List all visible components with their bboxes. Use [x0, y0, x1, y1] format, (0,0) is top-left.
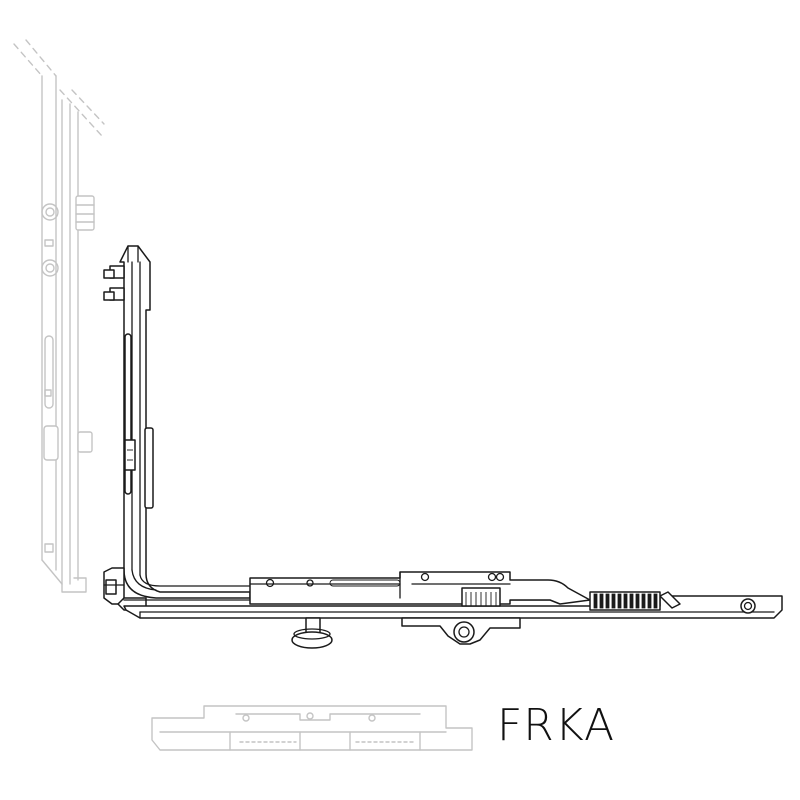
roller-pin: [291, 617, 333, 649]
lower-bracket: [401, 617, 521, 645]
toothed-coupling: [461, 587, 501, 607]
slide-plate: [249, 571, 591, 605]
striker-plate-ghost: [151, 705, 473, 751]
corner-drive-vertical-arm: [103, 245, 251, 599]
product-code-label: FRKA: [497, 700, 616, 751]
frame-profile-ghost: [13, 39, 105, 593]
spring-rack: [589, 591, 661, 611]
